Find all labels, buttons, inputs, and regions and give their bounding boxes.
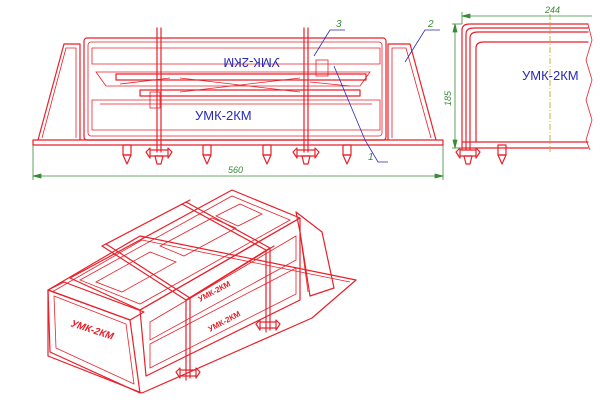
dimension-side-height: 185 (443, 90, 453, 106)
callout-1: 1 (368, 152, 374, 163)
foot-icon (202, 144, 212, 165)
foot-icon (497, 144, 507, 165)
callout-leaders (313, 29, 440, 163)
wing-nut-icon (145, 147, 173, 165)
dimension-width: 560 (228, 165, 243, 175)
front-label-mirrored: УМК-2КМ (223, 55, 280, 70)
front-label: УМК-2КМ (195, 108, 252, 123)
dimension-side-width: 244 (544, 5, 560, 15)
dimension-line (452, 23, 462, 149)
wing-nut-icon (175, 367, 201, 379)
iso-front-label: УМК-2КМ (68, 319, 115, 342)
side-label: УМК-2КМ (522, 68, 579, 83)
foot-icon (122, 144, 132, 165)
dimension-line (461, 12, 592, 24)
wing-nut-icon (455, 147, 481, 165)
side-view: УМК-2КМ 244 185 (443, 5, 593, 165)
callout-3: 3 (336, 19, 342, 30)
dimension-line (32, 145, 444, 180)
foot-icon (342, 144, 352, 165)
foot-icon (262, 144, 272, 165)
callout-2: 2 (427, 19, 434, 30)
front-view: УМК-2КМ УМК-2КМ 3 2 1 560 (32, 19, 444, 180)
wing-nut-icon (292, 147, 320, 165)
isometric-view: УМК-2КМ УМК-2КМ УМК-2КМ (47, 189, 357, 394)
wing-nut-icon (255, 319, 281, 331)
